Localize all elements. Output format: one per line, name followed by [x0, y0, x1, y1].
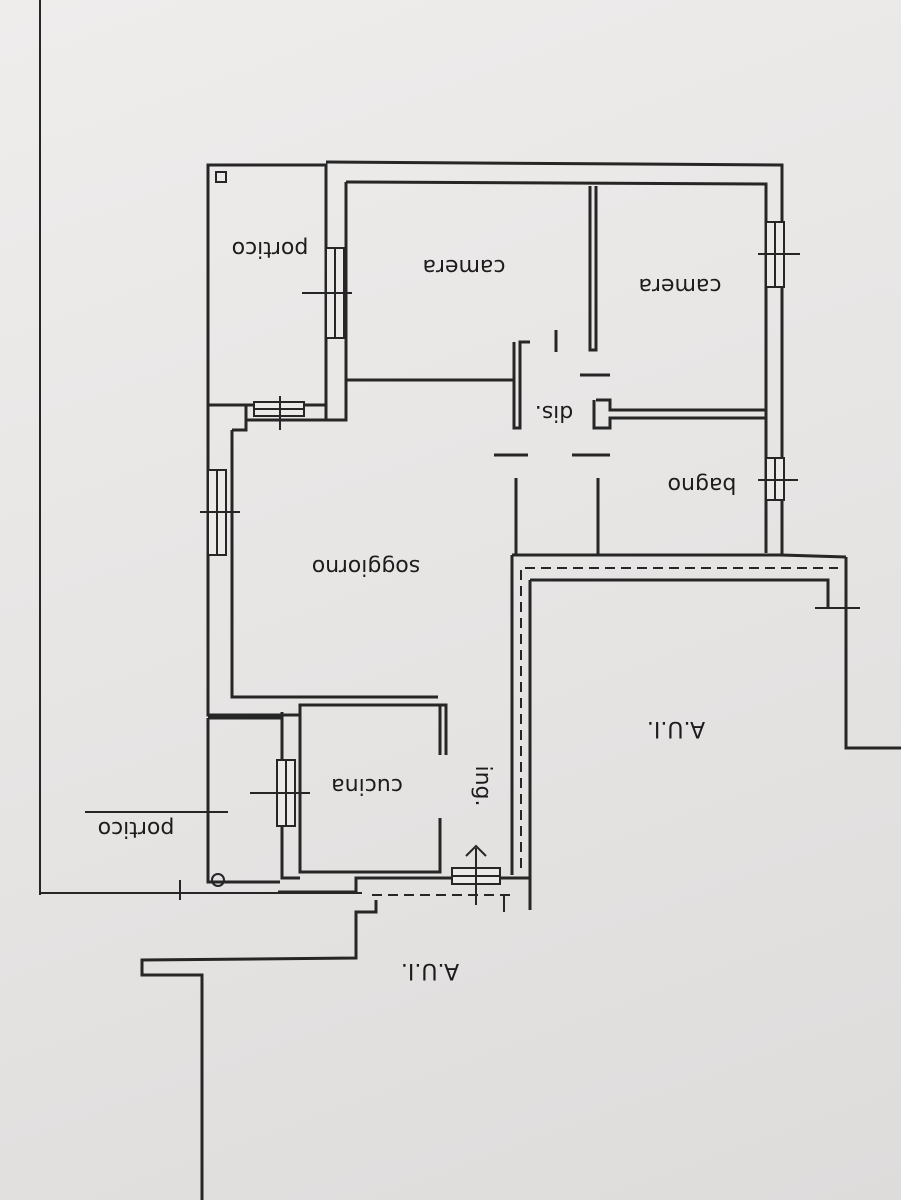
- label-dis: dis.: [535, 400, 574, 425]
- portico-top-outline: [206, 163, 328, 407]
- window-bagno: [758, 457, 798, 501]
- portico-bottom-outline: [206, 718, 280, 884]
- outer-walls: [140, 160, 901, 1200]
- entry-door: [451, 844, 501, 905]
- label-portico-bottom: portico: [98, 816, 175, 841]
- outer-wall-top-right: [325, 160, 847, 559]
- wall-soggiorno-west-outer: [206, 405, 448, 755]
- windows: [85, 221, 800, 912]
- interior-walls: [346, 186, 766, 755]
- label-ing: ing.: [470, 765, 495, 806]
- wall-soggiorno-west-inner: [230, 430, 438, 699]
- window-portico-top: [302, 247, 352, 339]
- label-aui-right: A.U.I.: [647, 716, 705, 741]
- label-camera-left: camera: [422, 254, 505, 279]
- window-soggiorno-west: [200, 469, 240, 556]
- column-marker: [215, 171, 227, 183]
- wall-dis-west: [512, 340, 530, 430]
- wall-soggiorno-north: [208, 403, 326, 422]
- wall-entry-bottom: [278, 876, 532, 910]
- label-cucina: cucina: [331, 773, 403, 798]
- label-portico-top: portico: [232, 236, 309, 261]
- label-bagno: bagno: [668, 472, 737, 497]
- label-soggiorno: soggiorno: [312, 554, 421, 579]
- entry-arrow-icon: [465, 844, 487, 857]
- window-cucina: [250, 759, 310, 827]
- wall-bagno-north-inner: [592, 400, 766, 430]
- column-marker-bottom: [211, 873, 225, 887]
- wall-bagno-north: [596, 398, 766, 412]
- wall-aui-bottom: [140, 900, 378, 1200]
- wall-between-cameras: [588, 186, 598, 352]
- wall-aui-east: [844, 557, 901, 750]
- wall-cucina: [298, 705, 442, 874]
- label-aui-bottom: A.U.I.: [401, 958, 459, 983]
- wall-aui-north: [530, 578, 830, 608]
- label-camera-right: camera: [638, 273, 721, 298]
- window-camera-right: [758, 221, 800, 288]
- wall-step: [232, 420, 248, 432]
- window-soggiorno-north: [253, 396, 305, 430]
- inner-wall-top-right: [345, 180, 768, 553]
- room-labels: portico camera camera dis. bagno soggior…: [98, 236, 737, 983]
